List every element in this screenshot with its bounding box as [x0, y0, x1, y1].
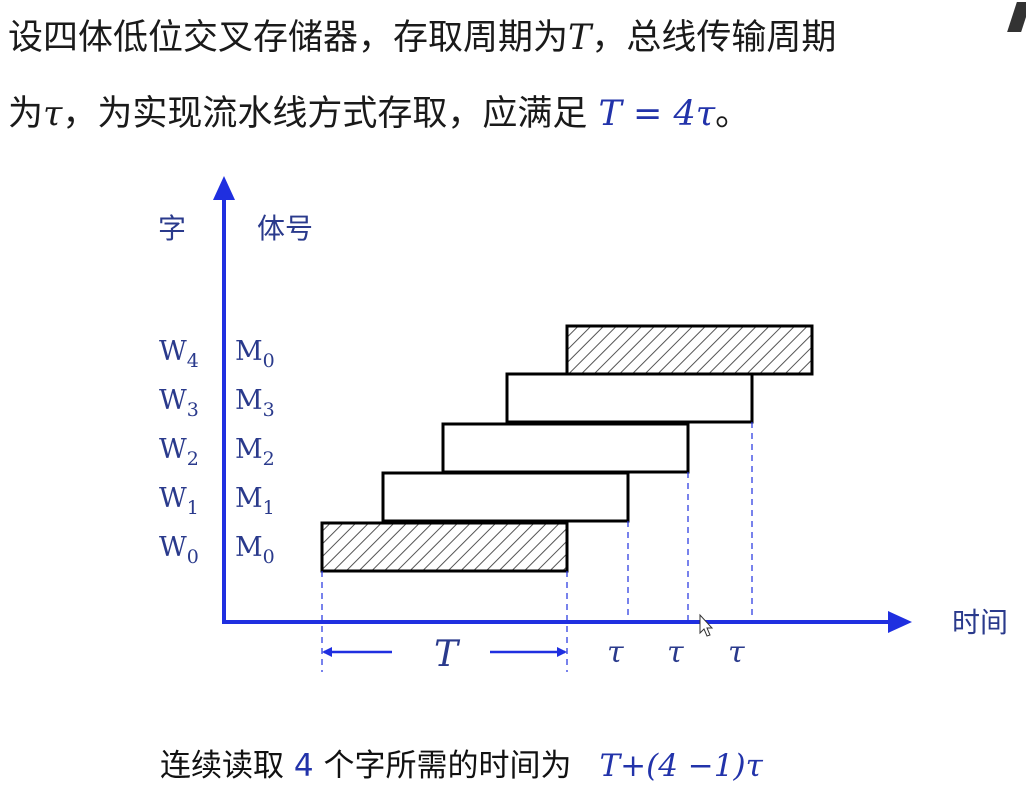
bar-w1-m1 [381, 471, 630, 523]
bar-w2-m2 [441, 422, 690, 474]
bank-label-w1: M1 [235, 483, 275, 519]
y-label-bank: 体号 [257, 212, 313, 245]
tau-label-3: τ [728, 635, 745, 670]
bank-label-w3: M3 [235, 385, 275, 421]
intro-text-4: ，为实现流水线方式存取，应满足 [62, 94, 588, 134]
bank-label-w4: M0 [235, 336, 275, 372]
bank-label-w0: M0 [235, 532, 275, 568]
bar-w3-m3 [505, 372, 754, 424]
y-label-word: 字 [158, 212, 186, 245]
bar-w4-m0 [565, 324, 814, 376]
intro-text-1: 设四体低位交叉存储器，存取周期为 [8, 18, 569, 58]
caption-text-2: 个字所需的时间为 [323, 748, 572, 784]
word-label-w1: W1 [159, 483, 199, 519]
caption-count: 4 [293, 748, 314, 784]
caption-text-1: 连续读取 [160, 748, 284, 784]
guide-lines [321, 422, 753, 672]
y-axis-arrowhead [213, 176, 235, 200]
caption: 连续读取 4 个字所需的时间为 T+(4 −1)τ [160, 740, 763, 785]
word-label-w3: W3 [159, 385, 199, 421]
T-interval-label: T [434, 634, 461, 675]
word-label-w4: W4 [159, 336, 199, 372]
intro-paragraph: 设四体低位交叉存储器，存取周期为T，总线传输周期为τ，为实现流水线方式存取，应满… [8, 0, 1018, 152]
intro-text-2: ，总线传输周期 [591, 18, 837, 58]
intro-end-punct: 。 [715, 94, 751, 134]
tau-label-2: τ [667, 635, 684, 670]
word-label-w0: W0 [159, 532, 199, 568]
word-label-w2: W2 [159, 434, 199, 470]
intro-condition: T = 4τ [598, 94, 716, 134]
x-label-time: 时间 [952, 606, 1008, 639]
intro-text-3: 为 [8, 94, 44, 134]
bar-w0-m0 [320, 521, 569, 573]
intro-tau-symbol: τ [43, 94, 63, 134]
caption-formula: T+(4 −1)τ [599, 748, 763, 784]
bank-label-w2: M2 [235, 434, 275, 470]
intro-T-symbol: T [568, 18, 592, 58]
mouse-cursor-icon [699, 613, 714, 637]
tau-label-1: τ [607, 635, 624, 670]
x-axis-arrowhead [888, 611, 912, 633]
